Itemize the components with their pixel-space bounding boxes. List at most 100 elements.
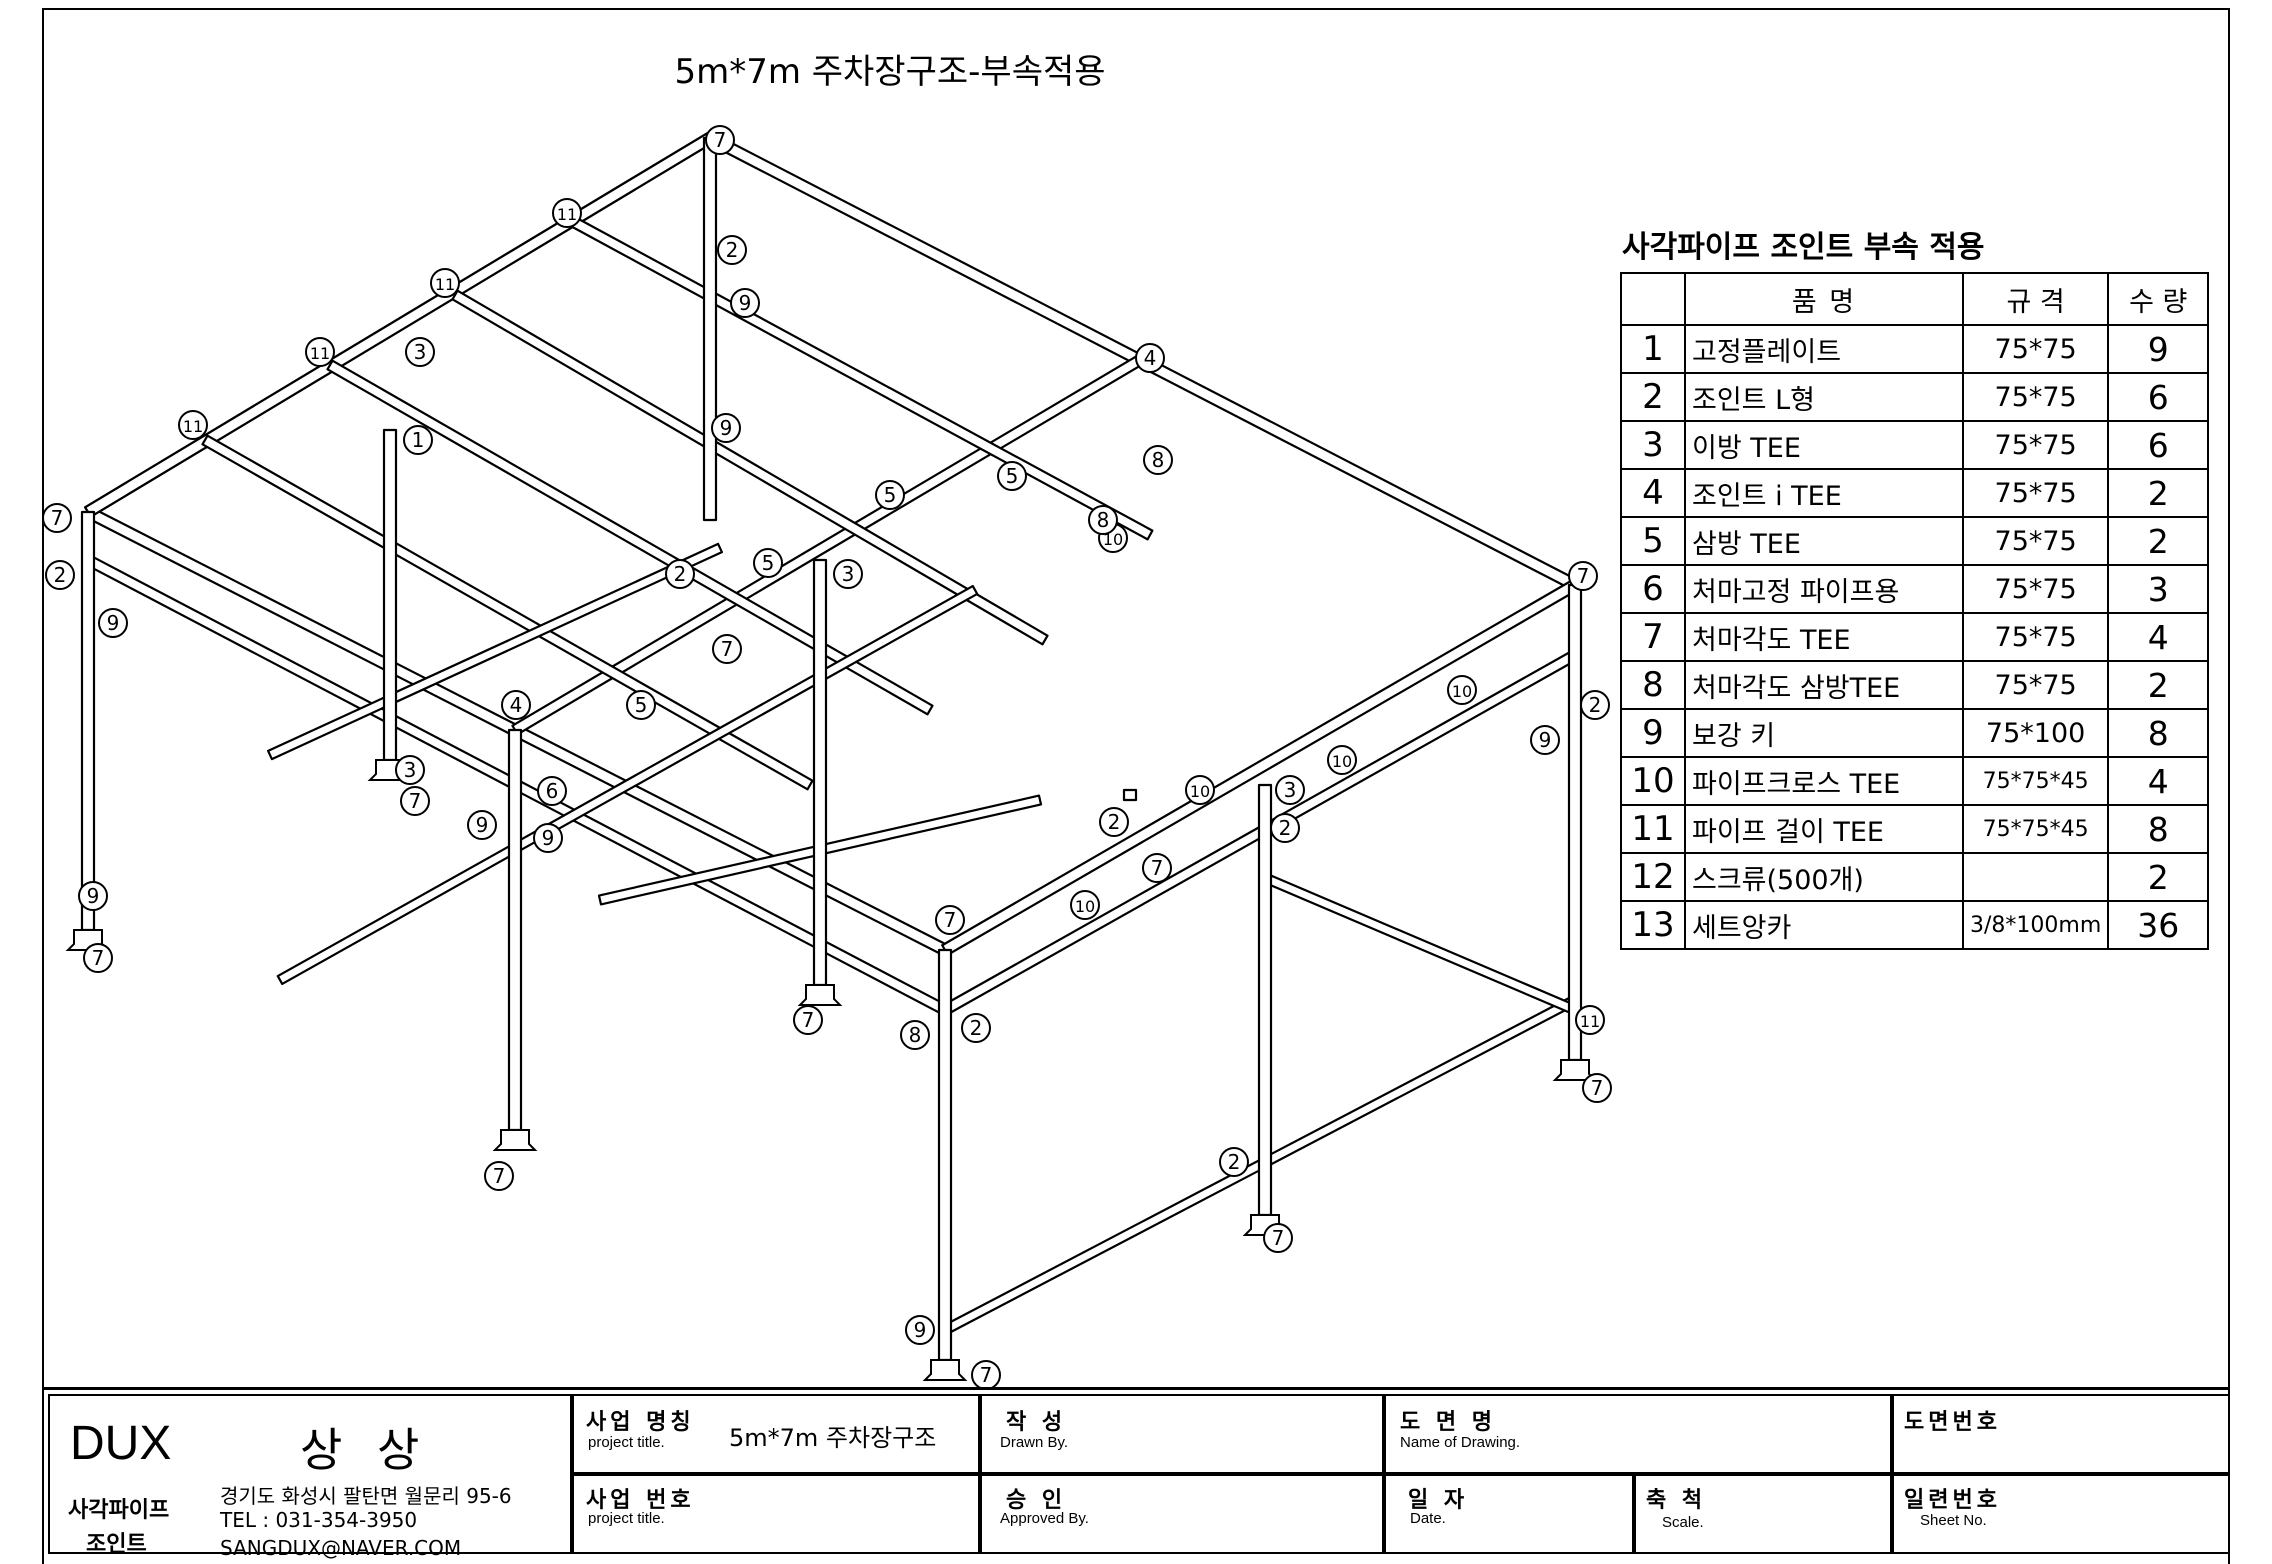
callout-number: 9	[107, 611, 120, 635]
part-no: 1	[1620, 324, 1686, 374]
drawn-by-label: 작 성	[1006, 1410, 1067, 1435]
part-spec: 75*75	[1961, 324, 2110, 374]
part-callout: 10	[1447, 675, 1477, 705]
company-tel: TEL : 031-354-3950	[220, 1508, 418, 1532]
post	[1257, 783, 1273, 1217]
callout-number: 11	[310, 344, 330, 363]
bottom-brace	[1267, 874, 1578, 1016]
part-callout: 3	[395, 755, 425, 785]
callout-number: 2	[674, 562, 687, 586]
project-no-cell: 사업 번호 project title.	[572, 1474, 980, 1554]
part-callout: 2	[1270, 813, 1300, 843]
callout-number: 3	[1284, 778, 1297, 802]
drawn-by-sublabel: Drawn By.	[1000, 1434, 1069, 1451]
part-qty: 9	[2107, 324, 2210, 374]
callout-number: 5	[1006, 464, 1019, 488]
part-qty: 4	[2107, 756, 2210, 806]
post	[382, 428, 398, 762]
part-no: 13	[1620, 900, 1686, 950]
part-callout: 2	[1580, 690, 1610, 720]
rafter	[326, 359, 934, 716]
part-no: 8	[1620, 660, 1686, 710]
part-qty: 8	[2107, 708, 2210, 758]
company-dept2: 조인트	[86, 1532, 147, 1557]
part-no: 6	[1620, 564, 1686, 614]
part-spec: 3/8*100mm	[1961, 900, 2110, 950]
part-callout: 7	[793, 1005, 823, 1035]
callout-number: 5	[884, 483, 897, 507]
part-callout: 2	[961, 1013, 991, 1043]
drawing-no-cell: 도면번호	[1892, 1394, 2230, 1474]
callout-number: 8	[1097, 508, 1110, 532]
part-name: 조인트 L형	[1684, 372, 1964, 422]
callout-number: 4	[510, 693, 523, 717]
company-cell: DUX 상 상 사각파이프 조인트 경기도 화성시 팔탄면 월문리 95-6 T…	[48, 1394, 572, 1560]
part-callout: 9	[711, 413, 741, 443]
part-name: 세트앙카	[1684, 900, 1964, 950]
rafter	[451, 289, 1049, 646]
approved-by-sublabel: Approved By.	[1000, 1510, 1089, 1527]
part-spec: 75*75	[1961, 420, 2110, 470]
part-callout: 7	[1142, 853, 1172, 883]
part-name: 고정플레이트	[1684, 324, 1964, 374]
callout-number: 8	[1152, 448, 1165, 472]
callout-number: 7	[409, 789, 422, 813]
part-callout: 9	[467, 810, 497, 840]
drawing-title: 5m*7m 주차장구조-부속적용	[674, 52, 1106, 92]
callout-number: 9	[914, 1318, 927, 1342]
sheet-no-sublabel: Sheet No.	[1920, 1512, 1987, 1529]
callout-number: 2	[726, 238, 739, 262]
approved-by-cell: 승 인 Approved By.	[980, 1474, 1384, 1554]
part-callout: 4	[501, 690, 531, 720]
callout-number: 9	[542, 826, 555, 850]
part-callout: 7	[971, 1360, 1001, 1390]
callout-number: 11	[435, 275, 455, 294]
part-spec: 75*75*45	[1961, 756, 2110, 806]
part-callout: 9	[78, 881, 108, 911]
post	[702, 136, 718, 522]
rafter	[566, 214, 1154, 541]
callout-number: 5	[635, 693, 648, 717]
callout-number: 7	[1151, 856, 1164, 880]
part-callout: 8	[1143, 445, 1173, 475]
part-callout: 9	[730, 288, 760, 318]
part-callout: 1	[403, 425, 433, 455]
part-callout: 5	[626, 690, 656, 720]
part-callout: 5	[875, 480, 905, 510]
callout-number: 3	[414, 340, 427, 364]
header-name: 품 명	[1684, 272, 1964, 326]
part-callout: 3	[833, 559, 863, 589]
callout-number: 11	[557, 205, 577, 224]
parts-table-caption: 사각파이프 조인트 부속 적용	[1622, 230, 1985, 265]
part-name: 삼방 TEE	[1684, 516, 1964, 566]
part-name: 처마각도 TEE	[1684, 612, 1964, 662]
base-plate	[922, 1359, 968, 1381]
bottom-brace	[276, 584, 979, 986]
sheet-no-label: 일련번호	[1904, 1488, 2001, 1513]
callout-number: 1	[412, 428, 425, 452]
scale-sublabel: Scale.	[1662, 1514, 1704, 1531]
part-name: 처마고정 파이프용	[1684, 564, 1964, 614]
drawing-sheet-border	[42, 8, 2230, 1564]
drawing-name-sublabel: Name of Drawing.	[1400, 1434, 1521, 1451]
callout-number: 6	[546, 779, 559, 803]
header-no	[1620, 272, 1686, 326]
company-logo-text: DUX	[70, 1417, 172, 1470]
part-qty: 8	[2107, 804, 2210, 854]
project-name-value: 5m*7m 주차장구조	[729, 1424, 937, 1452]
company-name-kr: 상 상	[300, 1423, 430, 1477]
part-qty: 2	[2107, 852, 2210, 902]
part-qty: 2	[2107, 468, 2210, 518]
part-callout: 10	[1327, 745, 1357, 775]
part-spec: 75*75	[1961, 660, 2110, 710]
part-callout: 6	[537, 776, 567, 806]
part-spec: 75*75	[1961, 564, 2110, 614]
callout-number: 7	[493, 1164, 506, 1188]
